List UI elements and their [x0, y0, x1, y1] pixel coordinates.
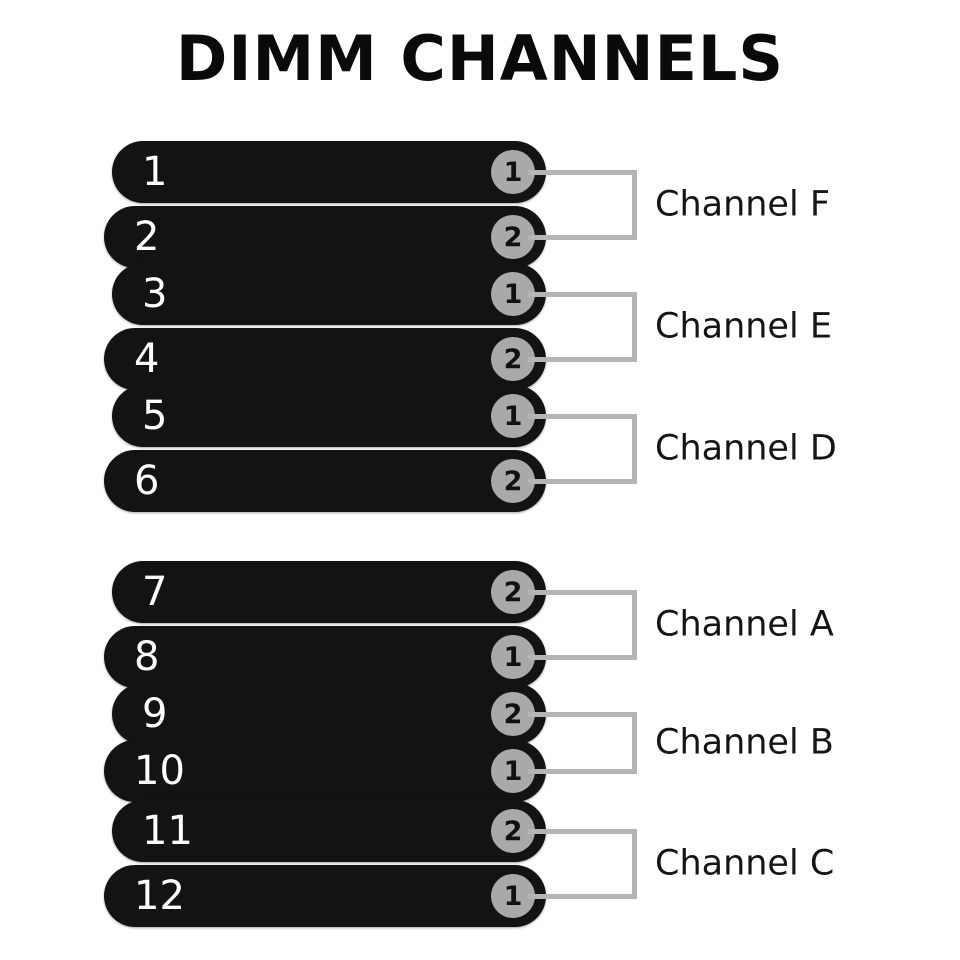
slot-number-label: 10	[134, 748, 185, 794]
bracket-bottom-line	[528, 356, 637, 362]
channel-label-f: Channel F	[655, 184, 830, 224]
slot-number-label: 9	[142, 691, 168, 737]
bracket-vertical-line	[632, 589, 637, 660]
slot-number-label: 8	[134, 634, 160, 680]
bracket-vertical-line	[632, 711, 637, 774]
slot-number-label: 6	[134, 458, 160, 504]
slot-badge: 2	[491, 692, 535, 736]
slot-badge: 1	[491, 749, 535, 793]
bracket-vertical-line	[632, 828, 637, 899]
bracket-top-line	[528, 413, 637, 419]
slot-badge: 1	[491, 272, 535, 316]
slot-badge: 2	[491, 570, 535, 614]
slot-number-label: 11	[142, 808, 193, 854]
bracket-top-line	[528, 589, 637, 595]
bracket-vertical-line	[632, 291, 637, 362]
channel-bracket-e	[528, 291, 637, 362]
bracket-vertical-line	[632, 169, 637, 240]
bracket-bottom-line	[528, 234, 637, 240]
bracket-bottom-line	[528, 478, 637, 484]
bracket-bottom-line	[528, 893, 637, 899]
slot-badge: 2	[491, 809, 535, 853]
slot-badge: 2	[491, 337, 535, 381]
dimm-slot-12[interactable]: 12 1	[104, 865, 546, 927]
bracket-top-line	[528, 711, 637, 717]
bracket-top-line	[528, 291, 637, 297]
slot-number-label: 3	[142, 271, 168, 317]
channel-bracket-b	[528, 711, 637, 774]
slot-number-label: 2	[134, 214, 160, 260]
bracket-bottom-line	[528, 768, 637, 774]
channel-label-b: Channel B	[655, 722, 834, 762]
dimm-slot-11[interactable]: 11 2	[112, 800, 546, 862]
slot-badge: 1	[491, 394, 535, 438]
slot-badge: 2	[491, 215, 535, 259]
slot-number-label: 1	[142, 149, 168, 195]
channel-bracket-f	[528, 169, 637, 240]
slot-number-label: 5	[142, 393, 168, 439]
channel-bracket-d	[528, 413, 637, 484]
bracket-bottom-line	[528, 654, 637, 660]
slot-number-label: 12	[134, 873, 185, 919]
dimm-slot-10[interactable]: 10 1	[104, 740, 546, 802]
slot-badge: 1	[491, 150, 535, 194]
slot-badge: 1	[491, 635, 535, 679]
slot-badge: 2	[491, 459, 535, 503]
slot-number-label: 4	[134, 336, 160, 382]
channel-label-a: Channel A	[655, 604, 834, 644]
channel-label-e: Channel E	[655, 306, 832, 346]
bracket-top-line	[528, 169, 637, 175]
slot-number-label: 7	[142, 569, 168, 615]
bracket-top-line	[528, 828, 637, 834]
channel-label-d: Channel D	[655, 428, 837, 468]
channel-label-c: Channel C	[655, 843, 835, 883]
slot-badge: 1	[491, 874, 535, 918]
channel-bracket-c	[528, 828, 637, 899]
bracket-vertical-line	[632, 413, 637, 484]
channel-bracket-a	[528, 589, 637, 660]
page-title: DIMM CHANNELS	[175, 22, 785, 95]
